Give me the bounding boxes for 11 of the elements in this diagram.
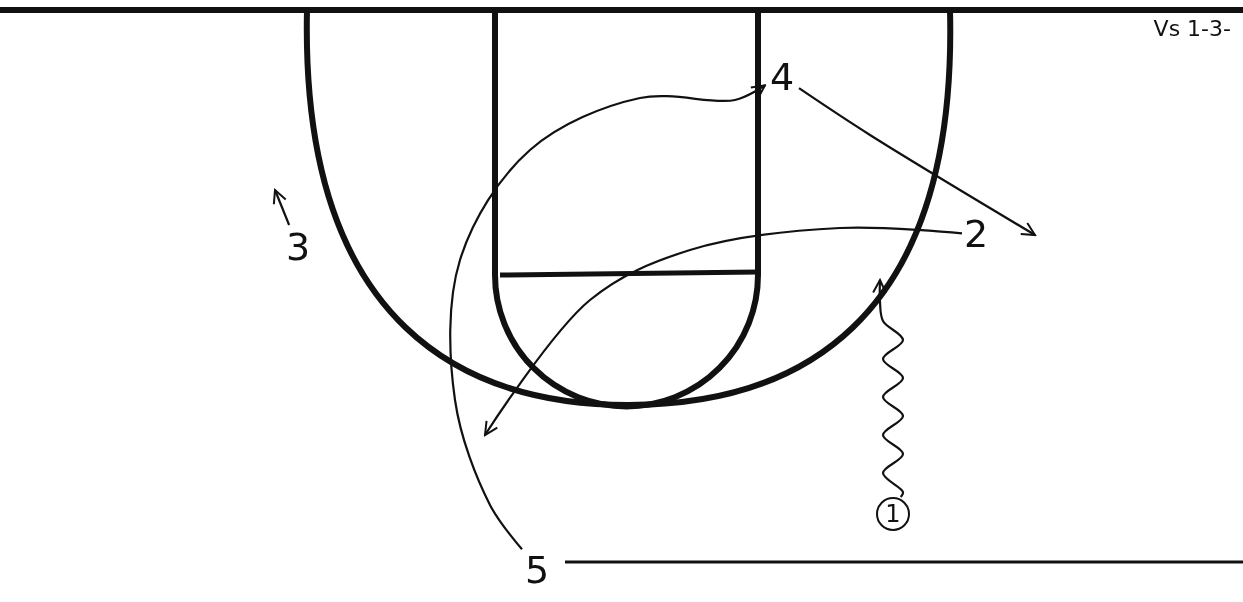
arrow: [272, 189, 291, 226]
player-number: 5: [522, 548, 552, 592]
arrow: [449, 84, 766, 550]
player-number: 2: [962, 212, 990, 256]
player-number: 3: [284, 225, 312, 269]
dribble-arrow: [872, 279, 905, 498]
player-number: 4: [765, 55, 799, 99]
diagram-title: Vs 1-3-: [1153, 16, 1231, 41]
player-circle: 1: [876, 497, 910, 531]
arrow: [484, 226, 963, 436]
arrow: [798, 87, 1036, 236]
